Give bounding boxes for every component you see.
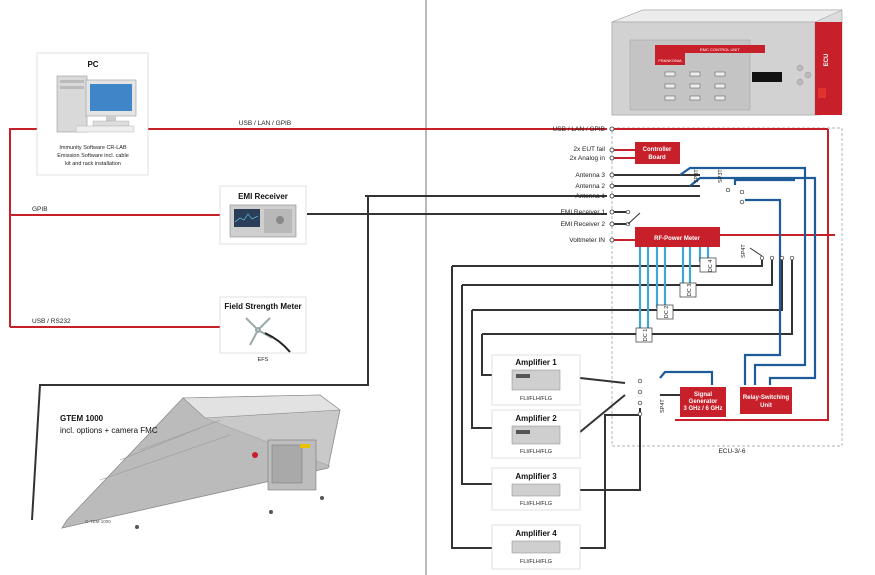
svg-text:Amplifier 2: Amplifier 2 [515, 414, 557, 423]
emi-receiver-block: EMI Receiver [219, 185, 307, 245]
svg-text:Relay-Switching: Relay-Switching [743, 395, 790, 401]
cable-label-usb-lan-gpib: USB / LAN / GPIB [239, 120, 291, 127]
port-antenna-2: Antenna 2 [575, 183, 605, 190]
amplifier-4: Amplifier 4 FLI/FLH/FLG [491, 524, 581, 570]
svg-text:FLI/FLH/FLG: FLI/FLH/FLG [520, 501, 552, 507]
amplifier-icon [511, 540, 561, 554]
pc-block: PC Immunity Software CR-LAB Emission Sof… [36, 52, 149, 176]
svg-text:Controller: Controller [643, 147, 672, 153]
ecu-ports: USB / LAN / GPIB 2x EUT fail 2x Analog i… [553, 126, 615, 244]
svg-text:DC 2: DC 2 [664, 306, 670, 319]
gtem-logo [252, 452, 258, 458]
port-antenna-1: Antenna 1 [575, 193, 605, 200]
switch-sp4t-b: SP4T [660, 399, 666, 413]
pc-title: PC [87, 60, 98, 69]
svg-text:FLI/FLH/FLG: FLI/FLH/FLG [520, 396, 552, 402]
svg-text:Amplifier 1: Amplifier 1 [515, 358, 557, 367]
emi-receiver-title: EMI Receiver [238, 192, 288, 201]
amplifier-3: Amplifier 3 FLI/FLH/FLG [491, 467, 581, 511]
controller-board: Controller Board [635, 142, 680, 164]
svg-text:Board: Board [648, 155, 666, 161]
pc-caption-2: Emission Software incl. cable [57, 153, 129, 159]
ecu-side-panel [815, 22, 842, 115]
ecu-device: ECU FRANKONIA EMC CONTROL UNIT [611, 9, 843, 116]
gtem-title: GTEM 1000 [60, 414, 104, 423]
gtem-cell: G-TEM 1000 [61, 394, 341, 529]
svg-text:DC 4: DC 4 [708, 260, 714, 273]
ecu-brand: FRANKONIA [658, 58, 682, 63]
blue-cables [659, 166, 817, 385]
pc-computer-icon [56, 75, 137, 133]
svg-text:Amplifier 3: Amplifier 3 [515, 472, 557, 481]
fsm-title: Field Strength Meter [224, 302, 301, 311]
svg-text:3 GHz / 6 GHz: 3 GHz / 6 GHz [683, 406, 722, 412]
switch-sp4t-a: SP4T [741, 244, 747, 258]
svg-text:Generator: Generator [689, 399, 718, 405]
fsm-caption: EFS [258, 357, 269, 363]
switch-sp3t-b: SP3T [718, 169, 724, 183]
amplifier-icon [511, 369, 561, 391]
svg-text:FLI/FLH/FLG: FLI/FLH/FLG [520, 559, 552, 565]
ecu-display [752, 72, 782, 82]
gtem-label: G-TEM 1000 [85, 519, 111, 524]
svg-text:Unit: Unit [760, 403, 772, 409]
relay-switching-unit: Relay-Switching Unit [740, 387, 792, 414]
switch-sp3t-a: SP3T [694, 169, 700, 183]
svg-text:Amplifier 4: Amplifier 4 [515, 529, 557, 538]
rf-power-meter: RF-Power Meter [635, 227, 720, 247]
field-strength-meter-block: Field Strength Meter EFS [219, 296, 307, 363]
cable-label-gpib: GPIB [32, 206, 48, 213]
cyan-cables [638, 247, 710, 330]
svg-text:DC 3: DC 3 [687, 284, 693, 297]
port-analog-in: 2x Analog in [570, 155, 606, 162]
svg-text:Signal: Signal [694, 392, 712, 398]
port-voltmeter-in: Voltmeter IN [569, 237, 605, 244]
ecu-panel-label: EMC CONTROL UNIT [700, 47, 740, 52]
ecu-title-strip [685, 45, 765, 53]
cable-label-usb-rs232: USB / RS232 [32, 318, 71, 325]
port-antenna-3: Antenna 3 [575, 172, 605, 179]
ecu-brand-badge [655, 45, 685, 65]
amplifier-1: Amplifier 1 FLI/FLH/FLG [491, 354, 581, 406]
amplifier-2: Amplifier 2 FLI/FLH/FLG [491, 409, 581, 459]
port-emi-2: EMI Receiver 2 [561, 221, 606, 228]
port-usb-lan-gpib: USB / LAN / GPIB [553, 126, 605, 133]
amplifier-icon [511, 483, 561, 497]
ecu-side-label: ECU [824, 54, 830, 67]
dark-cables [31, 174, 793, 549]
signal-generator: Signal Generator 3 GHz / 6 GHz [680, 387, 726, 417]
switch-contacts [625, 187, 795, 417]
ecu-bottom-label: ECU-3/-6 [718, 448, 745, 455]
svg-text:DC 1: DC 1 [643, 329, 649, 342]
gtem-subtitle: incl. options + camera FMC [60, 426, 158, 435]
port-eut-fail: 2x EUT fail [573, 146, 605, 153]
directional-couplers: DC 4 DC 3 DC 2 DC 1 [635, 257, 717, 343]
port-emi-1: EMI Receiver 1 [561, 209, 606, 216]
field-probe-icon [245, 317, 291, 353]
pc-caption-3: kit and rack installation [65, 161, 121, 167]
svg-text:RF-Power Meter: RF-Power Meter [654, 236, 700, 242]
amplifier-icon [511, 425, 561, 445]
pc-caption-1: Immunity Software CR-LAB [59, 145, 127, 151]
emi-receiver-icon [229, 204, 297, 238]
red-cables [9, 128, 835, 421]
svg-text:FLI/FLH/FLG: FLI/FLH/FLG [520, 449, 552, 455]
